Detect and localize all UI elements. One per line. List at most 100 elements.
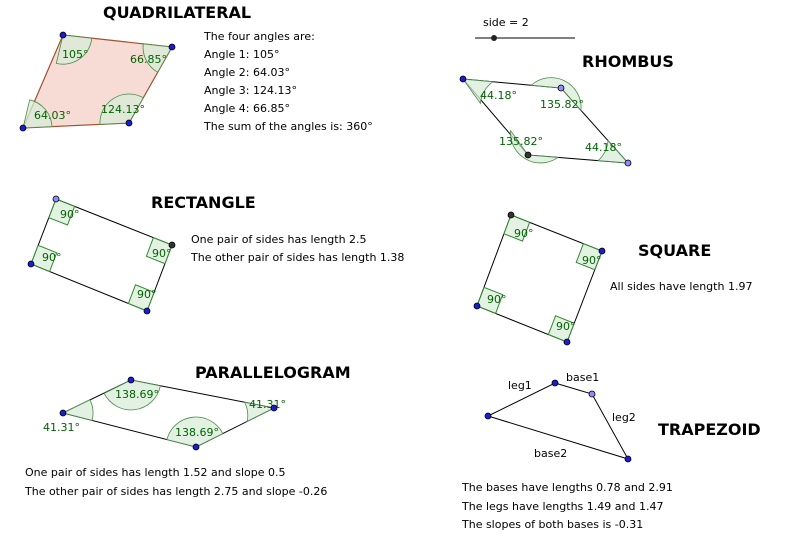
vertex-point[interactable] <box>143 307 151 315</box>
parallelogram-description: One pair of sides has length 1.52 and sl… <box>24 466 327 498</box>
quadrilateral-figure: 105° 66.85° 124.13° 64.03° <box>19 31 176 132</box>
square-shape <box>476 214 603 343</box>
description-line: Angle 1: 105° <box>204 48 280 61</box>
square-description-line: All sides have length 1.97 <box>610 280 752 293</box>
rectangle-figure: 90° 90° 90° 90° <box>27 195 176 315</box>
angle-wedge <box>166 416 224 448</box>
vertex-point[interactable] <box>192 443 200 451</box>
right-angle-marker <box>145 236 173 265</box>
right-angle-marker <box>575 243 603 271</box>
angle-wedge <box>510 129 560 164</box>
quadrilateral-angle-3: 124.13° <box>101 103 145 116</box>
description-line: The four angles are: <box>203 30 315 43</box>
rectangle-description: One pair of sides has length 2.5 The oth… <box>190 233 404 264</box>
square-angle-3: 90° <box>556 320 576 333</box>
rhombus-angle-1: 44.18° <box>480 89 517 102</box>
vertex-point[interactable] <box>19 124 27 132</box>
vertex-point[interactable] <box>551 379 559 387</box>
vertex-point[interactable] <box>624 455 632 463</box>
side-slider[interactable]: side = 2 <box>475 16 575 41</box>
vertex-point[interactable] <box>557 84 565 92</box>
rhombus-angle-2: 135.82° <box>540 98 584 111</box>
vertex-point[interactable] <box>59 31 67 39</box>
description-line: One pair of sides has length 1.52 and sl… <box>25 466 286 479</box>
vertex-point[interactable] <box>524 151 532 159</box>
trapezoid-description: The bases have lengths 0.78 and 2.91 The… <box>461 481 673 531</box>
right-angle-marker <box>547 315 575 343</box>
vertex-point[interactable] <box>507 211 515 219</box>
quadrilateral-title: QUADRILATERAL <box>103 3 251 22</box>
base1-label: base1 <box>566 371 599 384</box>
rhombus-angle-3: 135.82° <box>499 135 543 148</box>
rhombus-title: RHOMBUS <box>582 52 674 71</box>
vertex-point[interactable] <box>624 159 632 167</box>
description-line: Angle 3: 124.13° <box>204 84 297 97</box>
parallelogram-angle-4: 138.69° <box>175 426 219 439</box>
vertex-point[interactable] <box>59 409 67 417</box>
parallelogram-angle-3: 41.31° <box>43 421 80 434</box>
vertex-point[interactable] <box>563 338 571 346</box>
right-angle-marker <box>48 198 76 226</box>
angle-wedge <box>243 401 276 423</box>
vertex-point[interactable] <box>598 247 606 255</box>
rectangle-angle-3: 90° <box>137 288 157 301</box>
base2-label: base2 <box>534 447 567 460</box>
slider-handle[interactable] <box>491 35 497 41</box>
angle-wedge <box>103 379 161 411</box>
quadrilateral-angle-1: 105° <box>62 48 89 61</box>
angle-wedge <box>142 43 173 73</box>
rectangle-angle-2: 90° <box>152 247 172 260</box>
square-figure: 90° 90° 90° 90° <box>473 211 606 346</box>
rhombus-figure: 44.18° 135.82° 135.82° 44.18° <box>459 75 632 167</box>
right-angle-marker <box>30 244 58 273</box>
description-line: The slopes of both bases is -0.31 <box>461 518 643 531</box>
angle-wedge <box>55 34 93 65</box>
description-line: The bases have lengths 0.78 and 2.91 <box>461 481 673 494</box>
square-angle-1: 90° <box>514 227 534 240</box>
quadrilateral-description: The four angles are: Angle 1: 105° Angle… <box>203 30 373 133</box>
description-line: One pair of sides has length 2.5 <box>191 233 367 246</box>
vertex-point[interactable] <box>52 195 60 203</box>
square-title: SQUARE <box>638 241 711 260</box>
vertex-point[interactable] <box>127 376 135 384</box>
vertex-point[interactable] <box>473 302 481 310</box>
angle-wedge <box>597 139 629 164</box>
vertex-point[interactable] <box>27 260 35 268</box>
slider-label: side = 2 <box>483 16 529 29</box>
square-angle-2: 90° <box>582 254 602 267</box>
parallelogram-angle-1: 138.69° <box>115 388 159 401</box>
rectangle-angle-4: 90° <box>42 251 62 264</box>
angle-wedge <box>462 78 495 105</box>
description-line: The other pair of sides has length 1.38 <box>190 251 404 264</box>
vertex-point[interactable] <box>168 43 176 51</box>
vertex-point[interactable] <box>588 390 596 398</box>
vertex-point[interactable] <box>125 119 133 127</box>
rectangle-angle-1: 90° <box>60 208 80 221</box>
square-angle-4: 90° <box>487 293 507 306</box>
right-angle-marker <box>127 284 155 312</box>
vertex-point[interactable] <box>459 75 467 83</box>
leg2-label: leg2 <box>612 411 636 424</box>
vertex-point[interactable] <box>270 404 278 412</box>
angle-wedge <box>530 77 582 112</box>
rectangle-title: RECTANGLE <box>151 193 256 212</box>
parallelogram-angle-2: 41.31° <box>249 398 286 411</box>
right-angle-marker <box>503 214 531 242</box>
vertex-point[interactable] <box>484 412 492 420</box>
quadrilateral-angle-2: 66.85° <box>130 53 167 66</box>
description-line: The legs have lengths 1.49 and 1.47 <box>461 500 663 513</box>
description-line: The other pair of sides has length 2.75 … <box>24 485 327 498</box>
angle-wedge <box>99 93 144 125</box>
angle-wedge <box>61 399 94 421</box>
vertex-point[interactable] <box>168 241 176 249</box>
angle-wedge <box>22 99 53 129</box>
rhombus-angle-4: 44.18° <box>585 141 622 154</box>
description-line: Angle 4: 66.85° <box>204 102 290 115</box>
trapezoid-figure: leg1 base1 leg2 base2 <box>484 371 636 463</box>
right-angle-marker <box>476 286 504 315</box>
leg1-label: leg1 <box>508 379 532 392</box>
description-line: The sum of the angles is: 360° <box>203 120 373 133</box>
description-line: Angle 2: 64.03° <box>204 66 290 79</box>
quadrilateral-angle-4: 64.03° <box>34 109 71 122</box>
